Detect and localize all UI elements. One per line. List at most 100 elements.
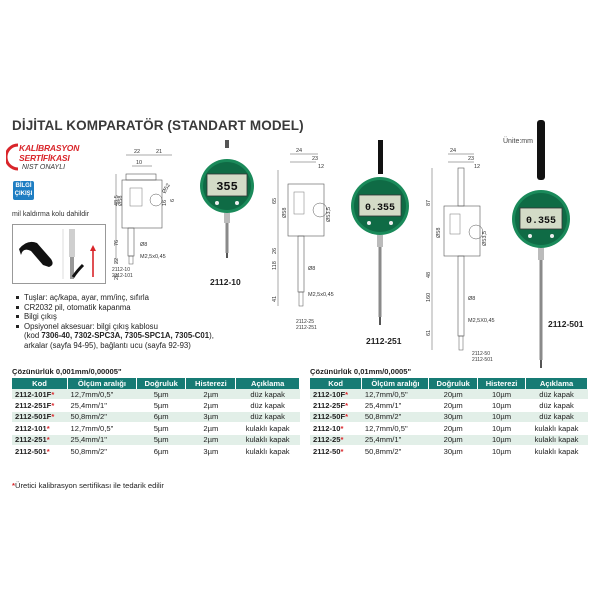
accuracy-cell: 30µm <box>428 445 478 458</box>
desc-cell: kulaklı kapak <box>525 434 588 446</box>
feature-item-cont: (kod 7306-40, 7302-SPC3A, 7305-SPC1A, 73… <box>16 331 214 341</box>
dim-label: 76 <box>114 240 120 246</box>
asterisk-icon: * <box>51 412 55 422</box>
code-cell: 2112-251* <box>12 434 68 446</box>
asterisk-icon: * <box>345 401 349 411</box>
footnote: *Üretici kalibrasyon sertifikası ile ted… <box>12 481 164 490</box>
output-line2: ÇIKIŞI <box>14 191 33 197</box>
code-cell: 2112-10F* <box>310 389 362 401</box>
code-cell: 2112-50F* <box>310 411 362 424</box>
range-cell: 12,7mm/0,5" <box>361 422 429 435</box>
column-header: Ölçüm aralığı <box>67 378 137 389</box>
technical-drawing-2112-251: 24 23 12 65 Ø58 Ø53,5 118 26 41 Ø8 M2,5x… <box>272 148 334 307</box>
asterisk-icon: * <box>345 412 349 422</box>
dim-label: 160 <box>426 293 432 302</box>
gauge-2112-501: 0.355 <box>512 120 570 368</box>
dim-label: Ø58 <box>118 196 124 206</box>
lift-lever-icon <box>19 229 96 279</box>
gauge-2112-10: 355 <box>200 140 254 258</box>
lift-lever-image <box>12 224 106 284</box>
dim-label: 22 <box>114 258 120 264</box>
drawing-code: 2112-251 <box>296 325 317 331</box>
desc-cell: düz kapak <box>235 411 300 424</box>
column-header: Kod <box>310 378 363 389</box>
accuracy-cell: 20µm <box>428 422 478 435</box>
feature-codes: 7306-40, 7302-SPC3A, 7305-SPC1A, 7305-C0… <box>41 331 210 341</box>
calibration-badge: KALİBRASYON SERTİFİKASI NIST ONAYLI <box>6 143 118 175</box>
gauge-display: 355 <box>216 180 238 194</box>
range-cell: 50,8mm/2" <box>361 445 429 458</box>
asterisk-icon: * <box>51 401 55 411</box>
dim-label: 23 <box>312 156 318 162</box>
feature-text: ), <box>209 331 214 341</box>
accuracy-cell: 20µm <box>428 399 478 412</box>
resolution-label-2: Çözünürlük 0,01mm/0,0005" <box>310 367 412 376</box>
desc-cell: kulaklı kapak <box>235 434 300 446</box>
model-label-2112-251: 2112-251 <box>366 336 402 346</box>
hysteresis-cell: 3µm <box>185 445 236 458</box>
page-title: DİJİTAL KOMPARATÖR (STANDART MODEL) <box>12 118 304 133</box>
resolution-label-1: Çözünürlük 0,001mm/0,00005" <box>12 367 122 376</box>
feature-item: Bilgi çıkış <box>16 312 214 322</box>
asterisk-icon: * <box>340 423 344 433</box>
footnote-text: Üretici kalibrasyon sertifikası ile teda… <box>14 481 164 490</box>
accuracy-cell: 20µm <box>428 434 478 446</box>
gauge-2112-251: 0.355 <box>351 140 409 325</box>
dim-label: 87 <box>426 200 432 206</box>
hysteresis-cell: 10µm <box>477 434 526 446</box>
range-cell: 12,7mm/0,5" <box>361 389 429 401</box>
code-cell: 2112-50* <box>310 445 362 458</box>
dim-label: Ø52 <box>162 183 172 195</box>
desc-cell: düz kapak <box>525 389 588 401</box>
code-cell: 2112-101* <box>12 422 68 435</box>
dim-label: 41 <box>272 296 278 302</box>
asterisk-icon: * <box>46 446 50 456</box>
hysteresis-cell: 2µm <box>185 399 236 412</box>
hysteresis-cell: 10µm <box>477 389 526 401</box>
dim-label: 24 <box>296 148 302 154</box>
dim-label: Ø53,5 <box>482 231 488 246</box>
asterisk-icon: * <box>340 446 344 456</box>
dim-label: 48 <box>426 272 432 278</box>
column-header: Açıklama <box>525 378 588 389</box>
column-header: Kod <box>12 378 68 389</box>
column-header: Açıklama <box>235 378 300 389</box>
drawing-codes-2112-501: 2112-50 2112-501 <box>472 351 493 363</box>
dim-label: 12 <box>474 164 480 170</box>
dim-label: Ø8 <box>308 266 315 272</box>
gauge-display: 0.355 <box>365 203 395 214</box>
feature-item-cont: arkalar (sayfa 94-95), bağlantı ucu (say… <box>24 340 191 350</box>
accuracy-cell: 5µm <box>136 422 186 435</box>
lift-lever-note: mil kaldırma kolu dahildir <box>12 211 90 218</box>
hysteresis-cell: 10µm <box>477 411 526 424</box>
drawing-codes-2112-10: 2112-10 2112-101 <box>112 267 133 279</box>
dim-label: 12 <box>318 164 324 170</box>
asterisk-icon: * <box>46 423 50 433</box>
column-header: Doğruluk <box>136 378 187 389</box>
desc-cell: düz kapak <box>525 411 588 424</box>
hysteresis-cell: 3µm <box>185 411 236 424</box>
dim-label: 6 <box>170 199 176 202</box>
spec-table-2: Kod Ölçüm aralığı Doğruluk Histerezi Açı… <box>310 378 588 458</box>
column-header: Histerezi <box>477 378 527 389</box>
calibration-line3: NIST ONAYLI <box>22 164 66 171</box>
code-cell: 2112-25* <box>310 434 362 446</box>
dim-label: Ø53,5 <box>326 207 332 222</box>
desc-cell: kulaklı kapak <box>235 445 300 458</box>
range-cell: 25,4mm/1" <box>361 434 429 446</box>
drawing-code: 2112-101 <box>112 273 133 279</box>
hysteresis-cell: 10µm <box>477 399 526 412</box>
column-header: Histerezi <box>185 378 237 389</box>
table-header-row: Kod Ölçüm aralığı Doğruluk Histerezi Açı… <box>310 378 588 389</box>
accuracy-cell: 6µm <box>136 445 186 458</box>
code-cell: 2112-25F* <box>310 399 362 412</box>
calibration-line1: KALİBRASYON <box>19 143 80 153</box>
asterisk-icon: * <box>340 435 344 445</box>
model-label-2112-501: 2112-501 <box>548 319 584 329</box>
dim-label: Ø58 <box>436 228 442 238</box>
